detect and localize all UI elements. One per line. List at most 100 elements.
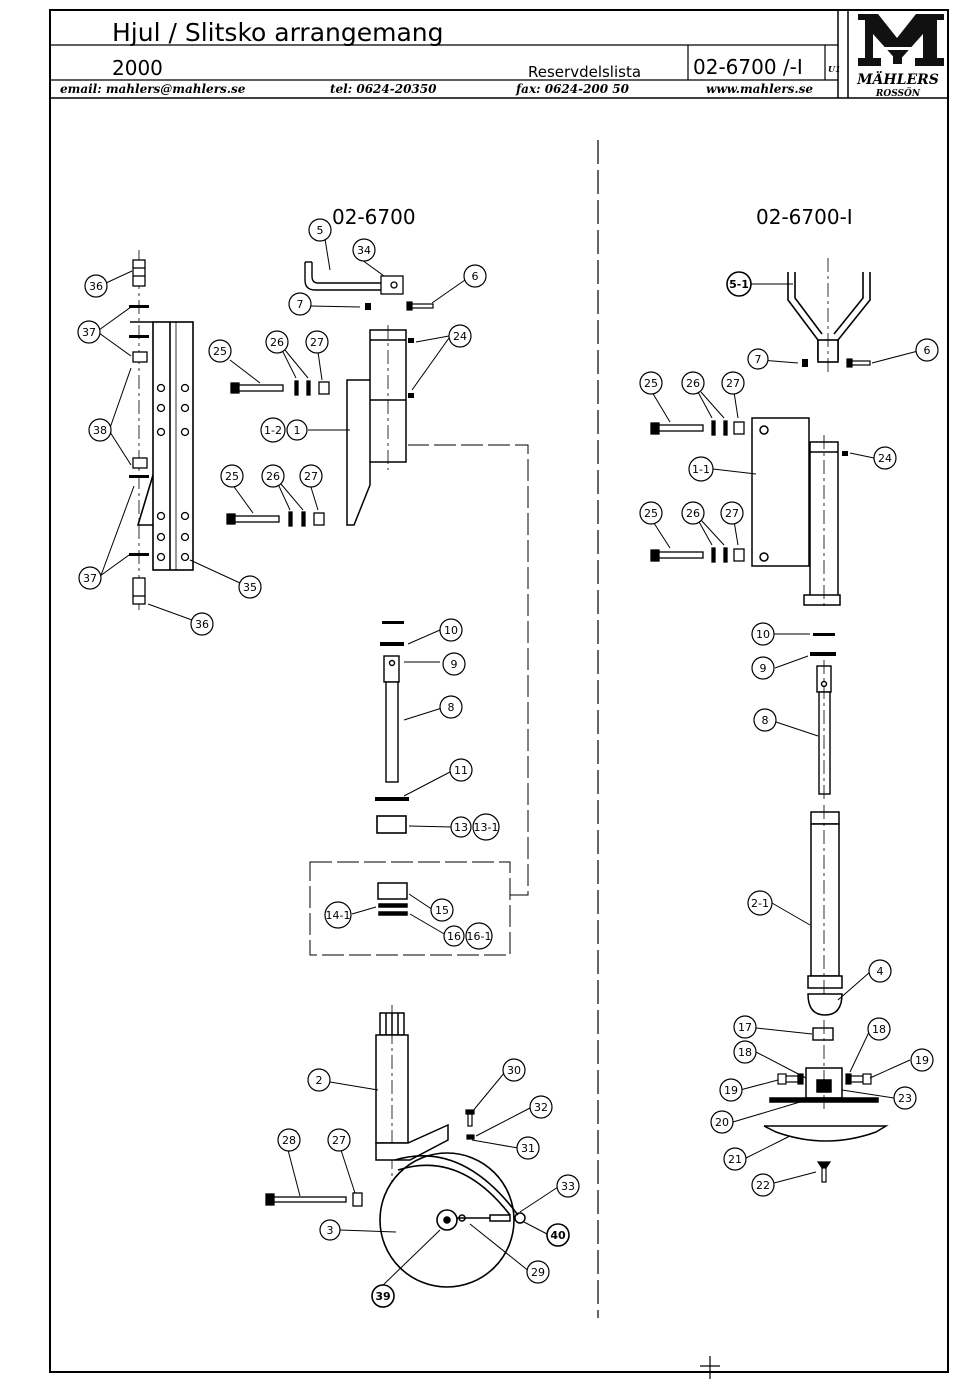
callout-R2: 7 <box>747 348 769 370</box>
svg-text:27: 27 <box>310 336 324 349</box>
title-block: Hjul / Slitsko arrangemang 2000 Reservde… <box>50 10 948 99</box>
svg-text:25: 25 <box>644 507 658 520</box>
callout-C20: 29 <box>526 1260 550 1284</box>
callout-R17: 17 <box>733 1015 757 1039</box>
svg-text:37: 37 <box>82 326 96 339</box>
svg-text:38: 38 <box>93 424 107 437</box>
callout-L17: 25 <box>220 464 244 488</box>
callout-C14: 30 <box>502 1058 526 1082</box>
ball-4 <box>807 993 843 1016</box>
svg-text:14-1: 14-1 <box>326 909 351 922</box>
callout-C11: 2 <box>307 1068 331 1092</box>
variant-right-title: 02-6700-I <box>756 205 853 229</box>
svg-text:26: 26 <box>270 336 284 349</box>
screw-6-left <box>406 301 434 311</box>
logo-place: ROSSÖN <box>875 86 921 99</box>
svg-text:10: 10 <box>756 628 770 641</box>
svg-text:8: 8 <box>448 701 455 714</box>
svg-text:1-1: 1-1 <box>692 463 710 476</box>
callout-C17: 33 <box>556 1174 580 1198</box>
spacer-tube-2-1 <box>807 805 843 995</box>
callout-R22: 23 <box>893 1086 917 1110</box>
callout-L9: 6 <box>463 264 487 288</box>
svg-text:27: 27 <box>726 377 740 390</box>
svg-text:9: 9 <box>451 658 458 671</box>
callout-R8: 1-1 <box>688 456 714 482</box>
wheel-3 <box>379 1152 519 1288</box>
svg-text:8: 8 <box>762 714 769 727</box>
callout-L2: 37 <box>77 320 101 344</box>
svg-text:36: 36 <box>89 280 103 293</box>
grease-nipple-24 <box>408 338 414 398</box>
screw-19-left <box>777 1073 804 1085</box>
svg-text:27: 27 <box>332 1134 346 1147</box>
logo-brand: MÄHLERS <box>856 69 939 88</box>
fork-tube-5-1 <box>787 258 871 372</box>
pin-5 <box>304 261 385 291</box>
svg-text:9: 9 <box>760 662 767 675</box>
callout-L6: 36 <box>190 612 214 636</box>
chain-33 <box>457 1212 526 1224</box>
svg-text:16-1: 16-1 <box>467 930 492 943</box>
svg-text:5: 5 <box>317 224 324 237</box>
callout-C5: 13 <box>450 816 472 838</box>
svg-text:19: 19 <box>915 1054 929 1067</box>
leader-lines <box>98 238 919 1289</box>
variant-left-title: 02-6700 <box>332 205 416 229</box>
callout-L8: 34 <box>352 238 376 262</box>
nut-7-left <box>365 303 371 310</box>
callout-L14: 27 <box>305 330 329 354</box>
doc-type: Reservdelslista <box>528 63 641 81</box>
callout-L15: 1-2 <box>260 417 286 443</box>
callout-C3: 8 <box>439 695 463 719</box>
callout-L3: 38 <box>88 418 112 442</box>
bolt-36-top <box>132 259 146 287</box>
nut-7-right <box>802 359 808 367</box>
svg-text:10: 10 <box>444 624 458 637</box>
callout-L5: 35 <box>238 575 262 599</box>
callout-R1: 5-1 <box>726 271 752 297</box>
svg-text:21: 21 <box>728 1153 742 1166</box>
sheet-border <box>49 9 949 1373</box>
callout-R7: 24 <box>873 446 897 470</box>
callout-L12: 25 <box>208 339 232 363</box>
svg-text:30: 30 <box>507 1064 521 1077</box>
svg-text:18: 18 <box>738 1046 752 1059</box>
callout-C9: 16 <box>443 925 465 947</box>
svg-text:33: 33 <box>561 1180 575 1193</box>
callout-L1: 36 <box>84 274 108 298</box>
svg-text:31: 31 <box>521 1142 535 1155</box>
mahlers-logo: MÄHLERS ROSSÖN <box>856 14 944 99</box>
shoe-holder <box>769 1020 879 1110</box>
svg-text:2: 2 <box>316 1074 323 1087</box>
callout-C16: 31 <box>516 1136 540 1160</box>
svg-text:27: 27 <box>725 507 739 520</box>
svg-text:25: 25 <box>644 377 658 390</box>
svg-text:11: 11 <box>454 764 468 777</box>
bolt-assembly-lower-right <box>650 547 745 563</box>
svg-text:16: 16 <box>447 930 461 943</box>
svg-text:5-1: 5-1 <box>729 278 749 291</box>
washer-10-right <box>810 633 836 656</box>
callout-R16: 4 <box>868 959 892 983</box>
callout-R15: 2-1 <box>747 890 773 916</box>
callout-C4: 11 <box>449 758 473 782</box>
callout-L7: 5 <box>308 218 332 242</box>
optional-parts-box <box>309 444 529 956</box>
callout-R25: 22 <box>751 1173 775 1197</box>
svg-text:37: 37 <box>83 572 97 585</box>
screw-30 <box>465 1109 475 1140</box>
svg-text:2-1: 2-1 <box>751 897 769 910</box>
drawing-title: Hjul / Slitsko arrangemang <box>112 18 444 47</box>
callout-R4: 25 <box>639 371 663 395</box>
screw-6-right <box>846 358 871 368</box>
callout-R23: 20 <box>710 1110 734 1134</box>
callout-L18: 26 <box>261 464 285 488</box>
svg-text:23: 23 <box>898 1092 912 1105</box>
svg-text:4: 4 <box>877 965 884 978</box>
callout-C7: 14-1 <box>324 901 352 929</box>
bolt-36-bottom <box>132 577 146 605</box>
lock-plate-34 <box>380 275 404 295</box>
wear-shoe-21 <box>763 1125 889 1142</box>
